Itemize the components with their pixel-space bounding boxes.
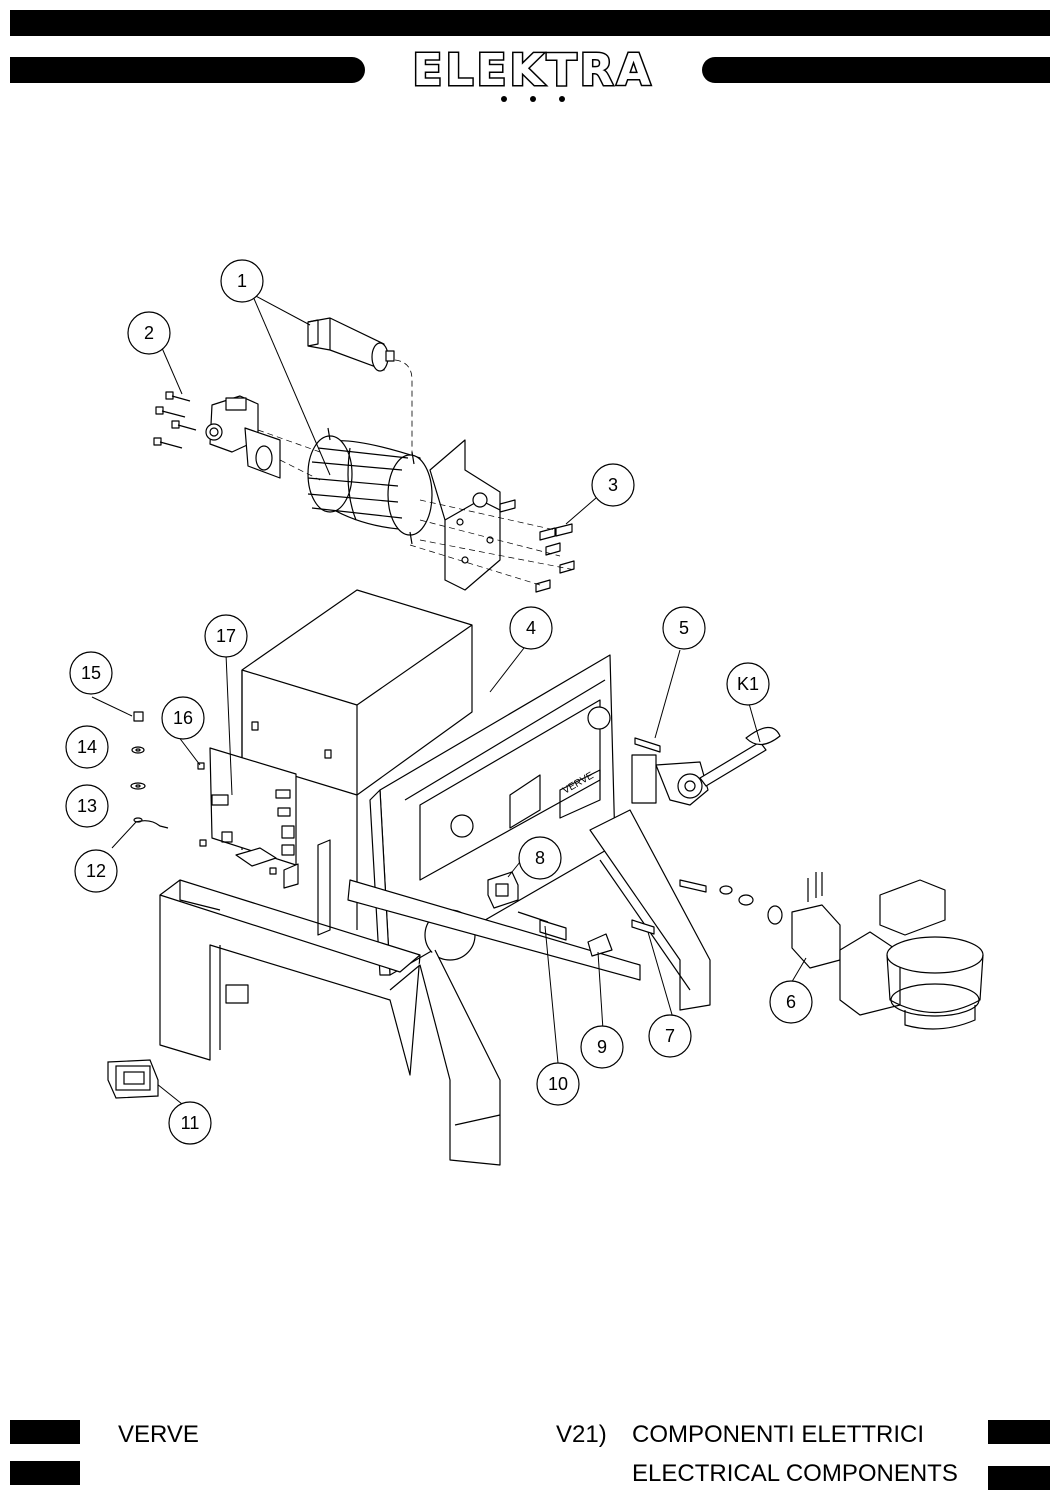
brand-logo-text: ELEKTRA <box>412 45 653 96</box>
base-frame-left <box>159 879 421 1076</box>
callout-label-15: 15 <box>81 663 101 683</box>
footer-section-code: V21) <box>556 1421 607 1448</box>
callout-1: 1 <box>220 259 264 303</box>
header-top-bar <box>10 10 1050 36</box>
callout-label-k1: K1 <box>737 674 759 694</box>
footer-left-bar-1 <box>10 1420 80 1444</box>
callout-label-7: 7 <box>665 1026 675 1046</box>
footer-title-italian: COMPONENTI ELETTRICI <box>632 1421 925 1448</box>
callout-label-14: 14 <box>77 737 97 757</box>
callout-label-12: 12 <box>86 861 106 881</box>
callout-k1: K1 <box>726 662 770 706</box>
brand-logo: ELEKTRA <box>411 44 653 102</box>
callout-label-5: 5 <box>679 618 689 638</box>
callout-5: 5 <box>662 606 706 650</box>
bracket-screws <box>499 499 575 593</box>
motor-capacitor <box>307 317 395 372</box>
screw-15-washers <box>130 711 169 829</box>
assembly-dash-lines <box>257 429 576 586</box>
leader-lines <box>91 293 807 1105</box>
motor-mount-bracket <box>429 439 501 591</box>
pump-body <box>205 395 281 479</box>
switch-k1 <box>631 726 781 806</box>
callout-label-4: 4 <box>526 618 536 638</box>
callout-13: 13 <box>65 784 109 828</box>
callout-2: 2 <box>127 311 171 355</box>
callout-17: 17 <box>204 614 248 658</box>
callout-label-8: 8 <box>535 848 545 868</box>
callout-label-11: 11 <box>181 1113 200 1133</box>
footer-title-english: ELECTRICAL COMPONENTS <box>632 1460 958 1487</box>
callout-label-10: 10 <box>548 1074 568 1094</box>
footer-left-bar-2 <box>10 1461 80 1485</box>
callout-3: 3 <box>591 463 635 507</box>
clip-9 <box>587 933 613 957</box>
header-left-bar <box>10 57 365 83</box>
board-screws <box>197 721 332 875</box>
callout-9: 9 <box>580 1025 624 1069</box>
header-right-bar <box>702 57 1050 83</box>
callout-15: 15 <box>69 651 113 695</box>
callout-label-3: 3 <box>608 475 618 495</box>
side-panel <box>347 789 641 981</box>
small-bracket <box>283 839 331 936</box>
sensor-10 <box>517 911 567 941</box>
callout-12: 12 <box>74 849 118 893</box>
motor-screws <box>153 391 197 449</box>
pin-5 <box>634 737 661 753</box>
footer-model-name: VERVE <box>118 1421 199 1448</box>
callout-label-2: 2 <box>144 323 154 343</box>
base-frame-right <box>389 809 711 1166</box>
footer-right-bar-2 <box>988 1466 1050 1490</box>
callout-label-17: 17 <box>216 626 236 646</box>
callout-label-1: 1 <box>237 271 247 291</box>
callout-label-9: 9 <box>597 1037 607 1057</box>
callout-16: 16 <box>161 696 205 740</box>
pin-7 <box>631 919 655 935</box>
footer-right-bar-1 <box>988 1420 1050 1444</box>
callout-11: 11 <box>168 1101 212 1145</box>
motor-dash-line <box>394 359 413 460</box>
callout-label-13: 13 <box>77 796 97 816</box>
callout-10: 10 <box>536 1062 580 1106</box>
motor-housing <box>307 427 433 545</box>
callout-14: 14 <box>65 725 109 769</box>
callout-bubbles: 1 2 3 4 5 K1 17 15 16 14 13 12 8 6 7 9 1… <box>65 259 813 1145</box>
callout-label-6: 6 <box>786 992 796 1012</box>
callout-8: 8 <box>518 836 562 880</box>
callout-6: 6 <box>769 980 813 1024</box>
callout-label-16: 16 <box>173 708 193 728</box>
callout-4: 4 <box>509 606 553 650</box>
power-switch-11 <box>107 1059 159 1099</box>
boiler-pump-assembly <box>839 879 984 1030</box>
callout-7: 7 <box>648 1014 692 1058</box>
